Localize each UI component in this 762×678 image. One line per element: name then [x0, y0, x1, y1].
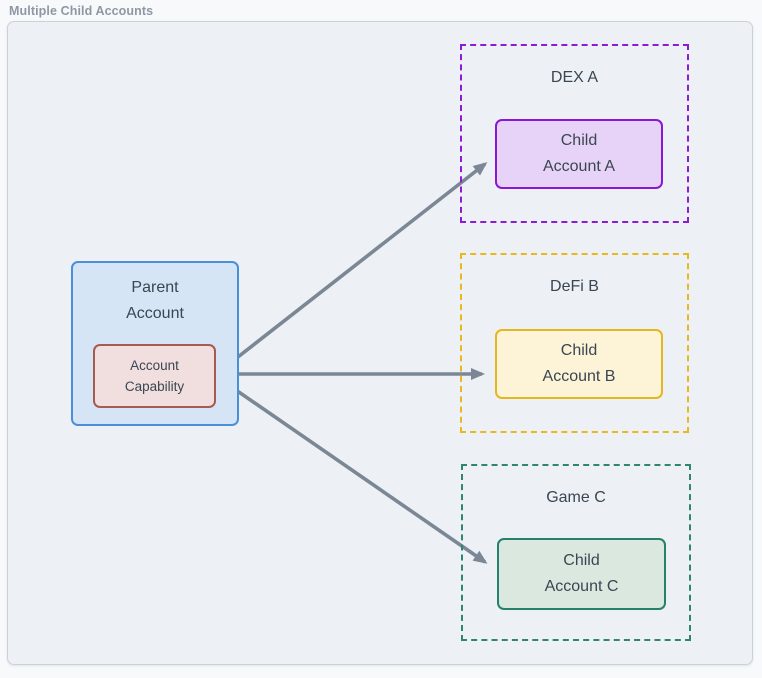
- parent-account-label: Parent Account: [126, 279, 184, 322]
- child-account-c-label: Child Account C: [544, 552, 619, 595]
- group-dex-a-label: DEX A: [550, 69, 599, 86]
- arrow-capability-to-child-a: [218, 162, 488, 373]
- group-defi-b: DeFi B Child Account B: [460, 253, 689, 433]
- child-account-a-label: Child Account A: [542, 132, 616, 175]
- child-account-b-node: Child Account B: [495, 329, 663, 399]
- child-account-b-label: Child Account B: [542, 342, 616, 385]
- group-game-c: Game C Child Account C: [461, 464, 691, 641]
- account-capability-node: Account Capability: [93, 344, 216, 408]
- child-account-c-node: Child Account C: [497, 538, 666, 610]
- group-dex-a: DEX A Child Account A: [460, 44, 689, 223]
- account-capability-label: Account Capability: [124, 358, 185, 394]
- child-account-a-node: Child Account A: [495, 119, 663, 189]
- group-defi-b-label: DeFi B: [550, 278, 599, 295]
- diagram-canvas: Parent Account Account Capability DEX A …: [7, 21, 753, 665]
- arrow-capability-to-child-c: [218, 377, 488, 564]
- group-game-c-label: Game C: [546, 489, 606, 506]
- diagram-title: Multiple Child Accounts: [9, 4, 154, 18]
